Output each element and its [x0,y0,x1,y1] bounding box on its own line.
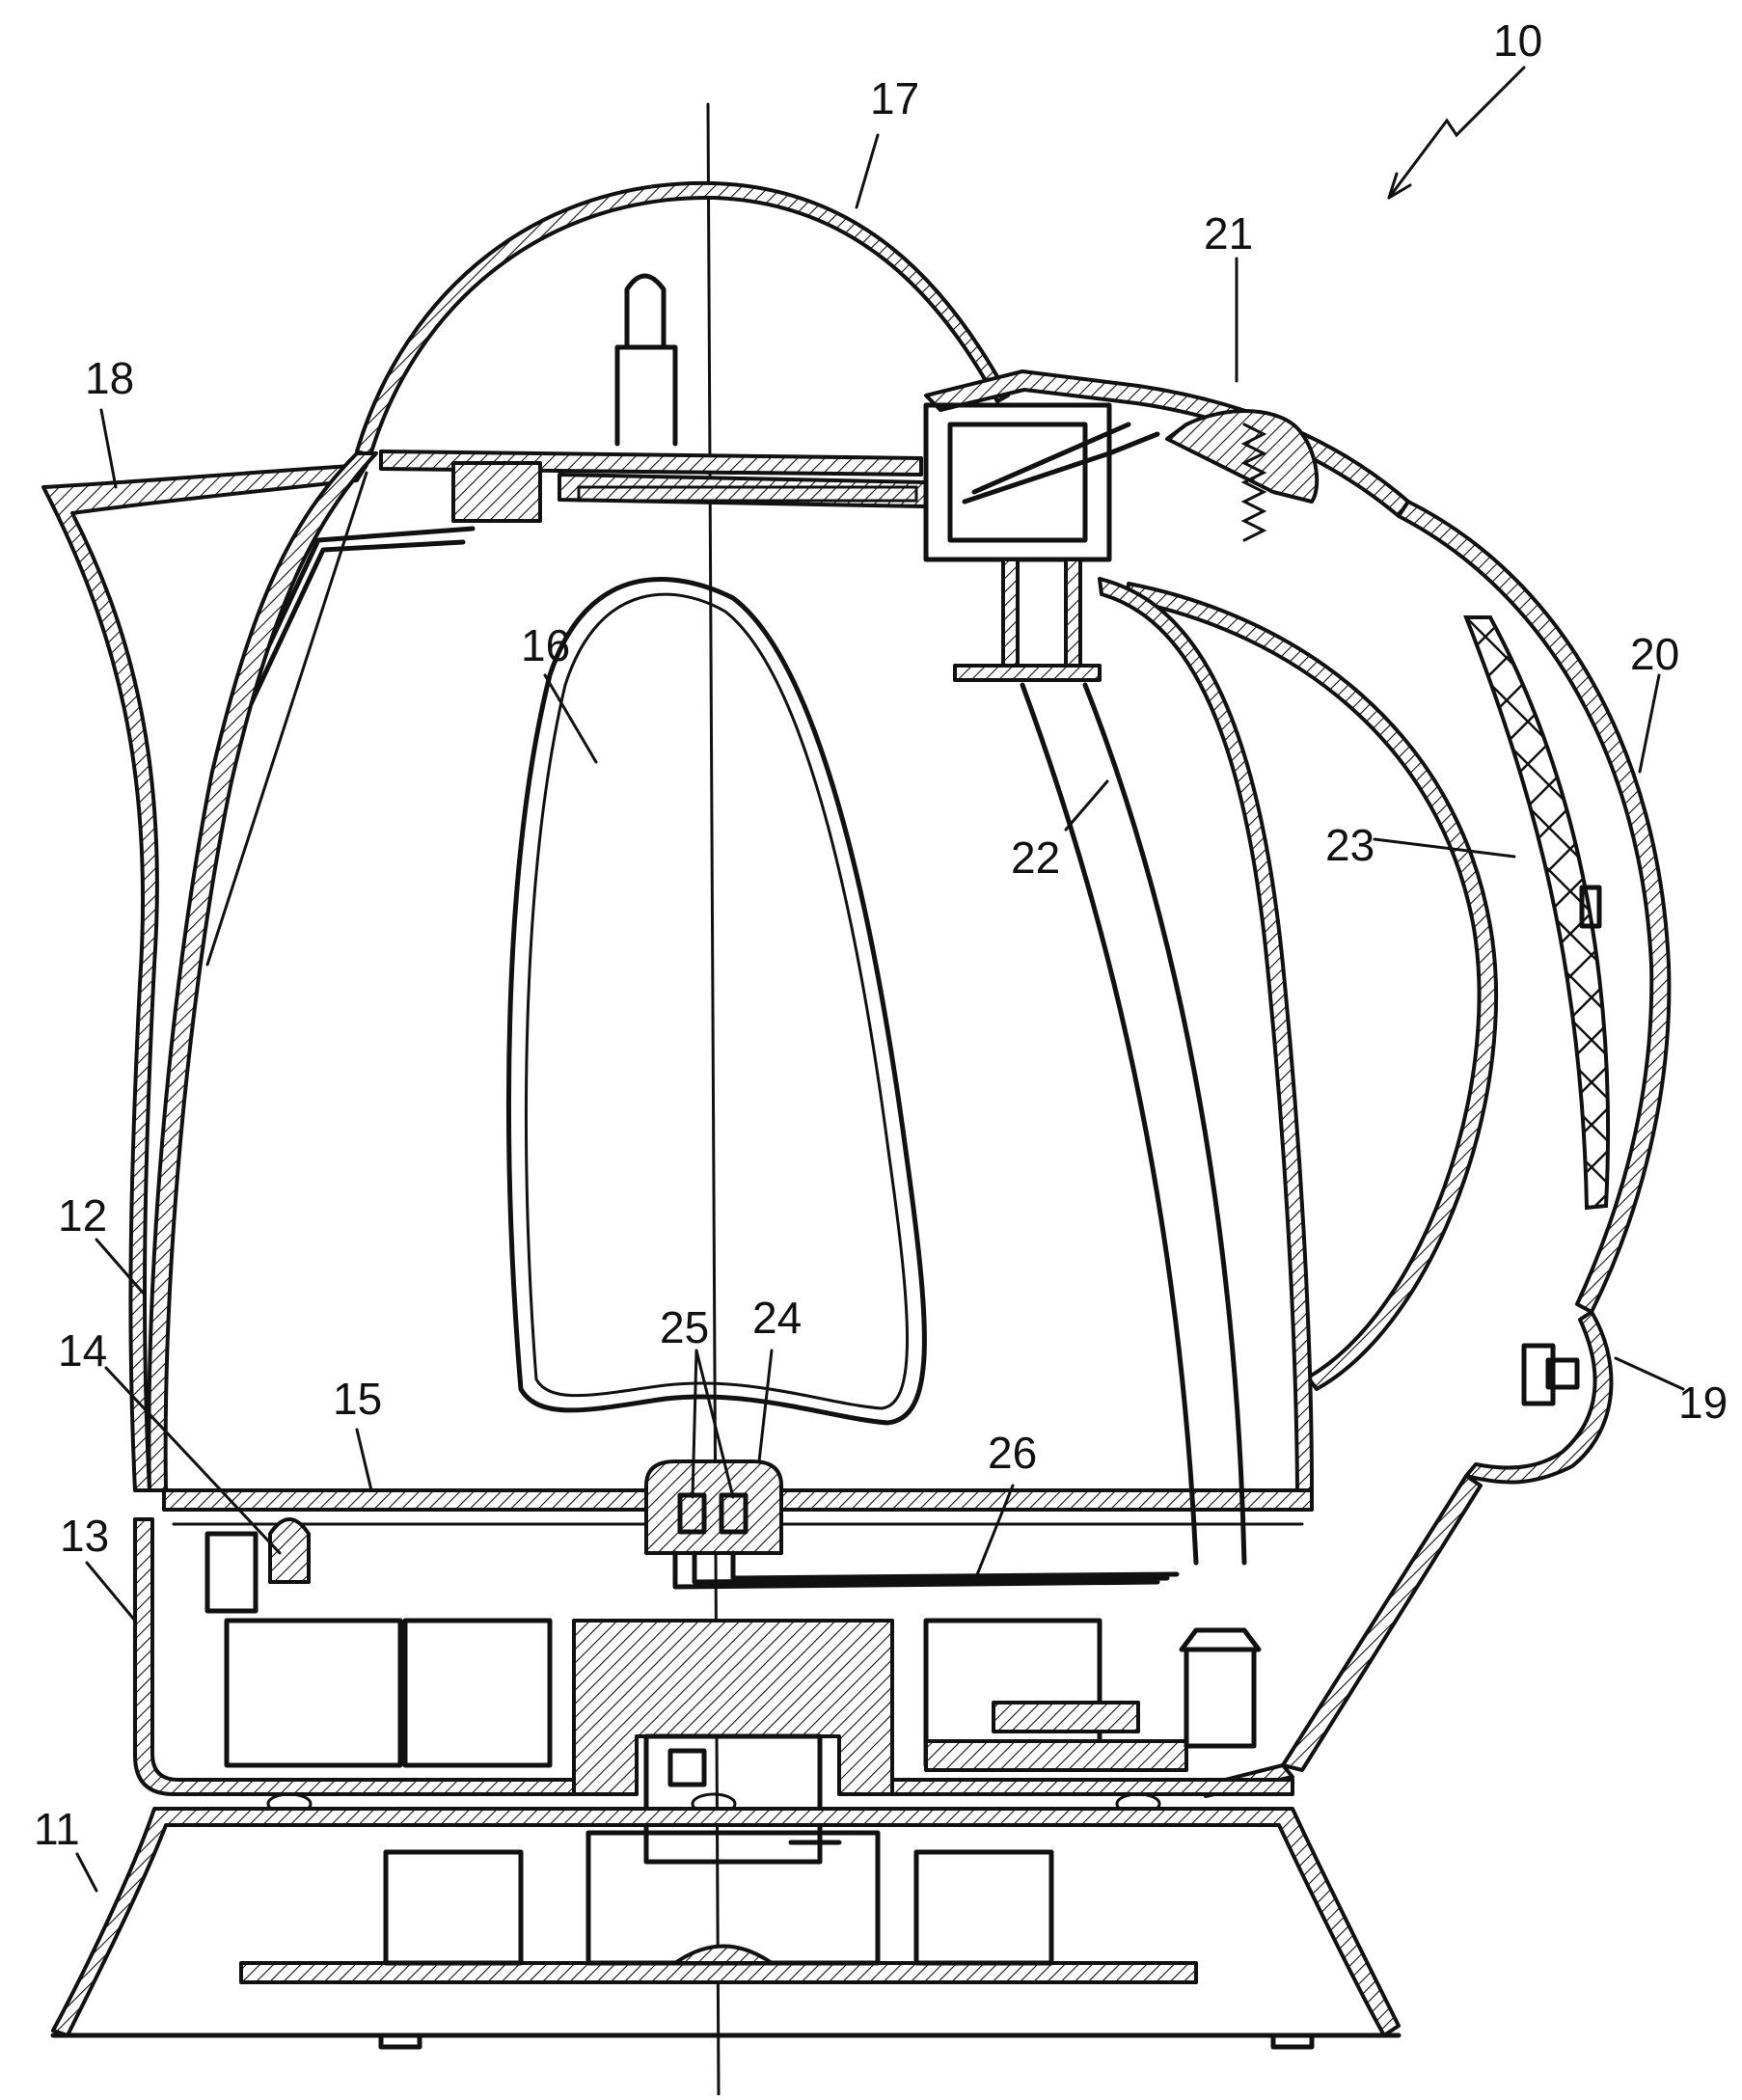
label-17: 17 [870,73,919,123]
release-latch [1521,1343,1556,1406]
label-13: 13 [60,1511,109,1561]
label-21: 21 [1204,208,1253,259]
label-14: 14 [58,1325,107,1376]
base-housing-right [847,1778,1294,1796]
power-base-plate [239,1961,1198,1984]
leader-19 [1614,1356,1685,1391]
leader-26 [972,1484,1015,1584]
base-left-clip [204,1531,259,1614]
label-24: 24 [752,1293,802,1343]
leader-20 [1638,673,1661,774]
steam-tube-left [1020,682,1199,1566]
handle-lower [1464,1310,1614,1485]
leader-12 [95,1238,145,1295]
leader-16 [543,673,598,764]
lid-hinge-block [451,461,542,523]
water-window-inner [524,592,909,1410]
leader-10 [1387,66,1526,200]
label-18: 18 [85,353,134,403]
switch-lever [962,422,1160,505]
thermostat-lower [924,1739,1188,1772]
base-left-block [224,1618,403,1768]
label-12: 12 [58,1190,107,1241]
lid-rib-a [577,485,918,503]
handle-outer [1397,500,1672,1314]
label-15: 15 [333,1374,382,1424]
leader-23 [1373,837,1516,859]
power-base-foot-left [378,2032,422,2050]
leader-11 [75,1852,98,1893]
connector-housing [644,1459,783,1555]
handle-front-wall [1098,577,1314,1492]
handle-top-housing [924,369,1410,518]
steam-tube-flange [953,664,1102,682]
label-23: 23 [1325,820,1375,870]
tube-foot-cap [1179,1627,1262,1652]
center-axis-line [706,102,721,2097]
handle-inner [1125,582,1499,1391]
base-mid-block [402,1618,553,1768]
power-base-center-boss [673,1944,774,1965]
power-base-socket [585,1830,881,1966]
central-connector-core [643,1733,823,1865]
label-25: 25 [660,1302,709,1352]
wiring [672,1550,1180,1590]
label-11: 11 [34,1804,80,1854]
lid-knob [614,273,678,447]
steam-tube-neck [1001,558,1082,668]
steam-tube-right [1082,682,1247,1566]
leader-17 [855,133,880,209]
switch-spring [1240,423,1267,542]
leader-14 [104,1366,282,1555]
label-20: 20 [1630,629,1679,679]
kettle-body-wall [147,451,378,1492]
switch-inner-block [947,422,1088,543]
power-base-right-post [913,1849,1054,1966]
switch-button [1165,409,1320,504]
power-base-foot-right [1270,2032,1315,2050]
leader-22 [1064,779,1109,832]
base-housing [133,1517,581,1796]
power-base-left-post [383,1849,524,1966]
spout-inner-line [205,471,368,967]
label-26: 26 [988,1428,1037,1478]
release-latch-pin [1545,1357,1580,1390]
thermostat-block [992,1701,1140,1733]
power-base [51,1807,1401,2037]
leader-24 [757,1349,774,1463]
leader-15 [355,1428,373,1492]
water-window [506,577,927,1426]
lid-dome [355,180,1010,457]
central-connector [572,1619,894,1796]
tube-foot [1184,1647,1257,1749]
element-seal [268,1517,311,1584]
label-16: 16 [521,620,570,670]
leader-13 [85,1561,137,1623]
label-22: 22 [1011,832,1060,883]
leader-25 [691,1349,735,1499]
central-connector-pin [667,1748,707,1787]
handle-slot [1579,885,1602,929]
handle-rear-wall [1281,1474,1483,1772]
label-10: 10 [1493,15,1542,66]
leader-18 [99,408,118,489]
label-19: 19 [1678,1377,1728,1428]
